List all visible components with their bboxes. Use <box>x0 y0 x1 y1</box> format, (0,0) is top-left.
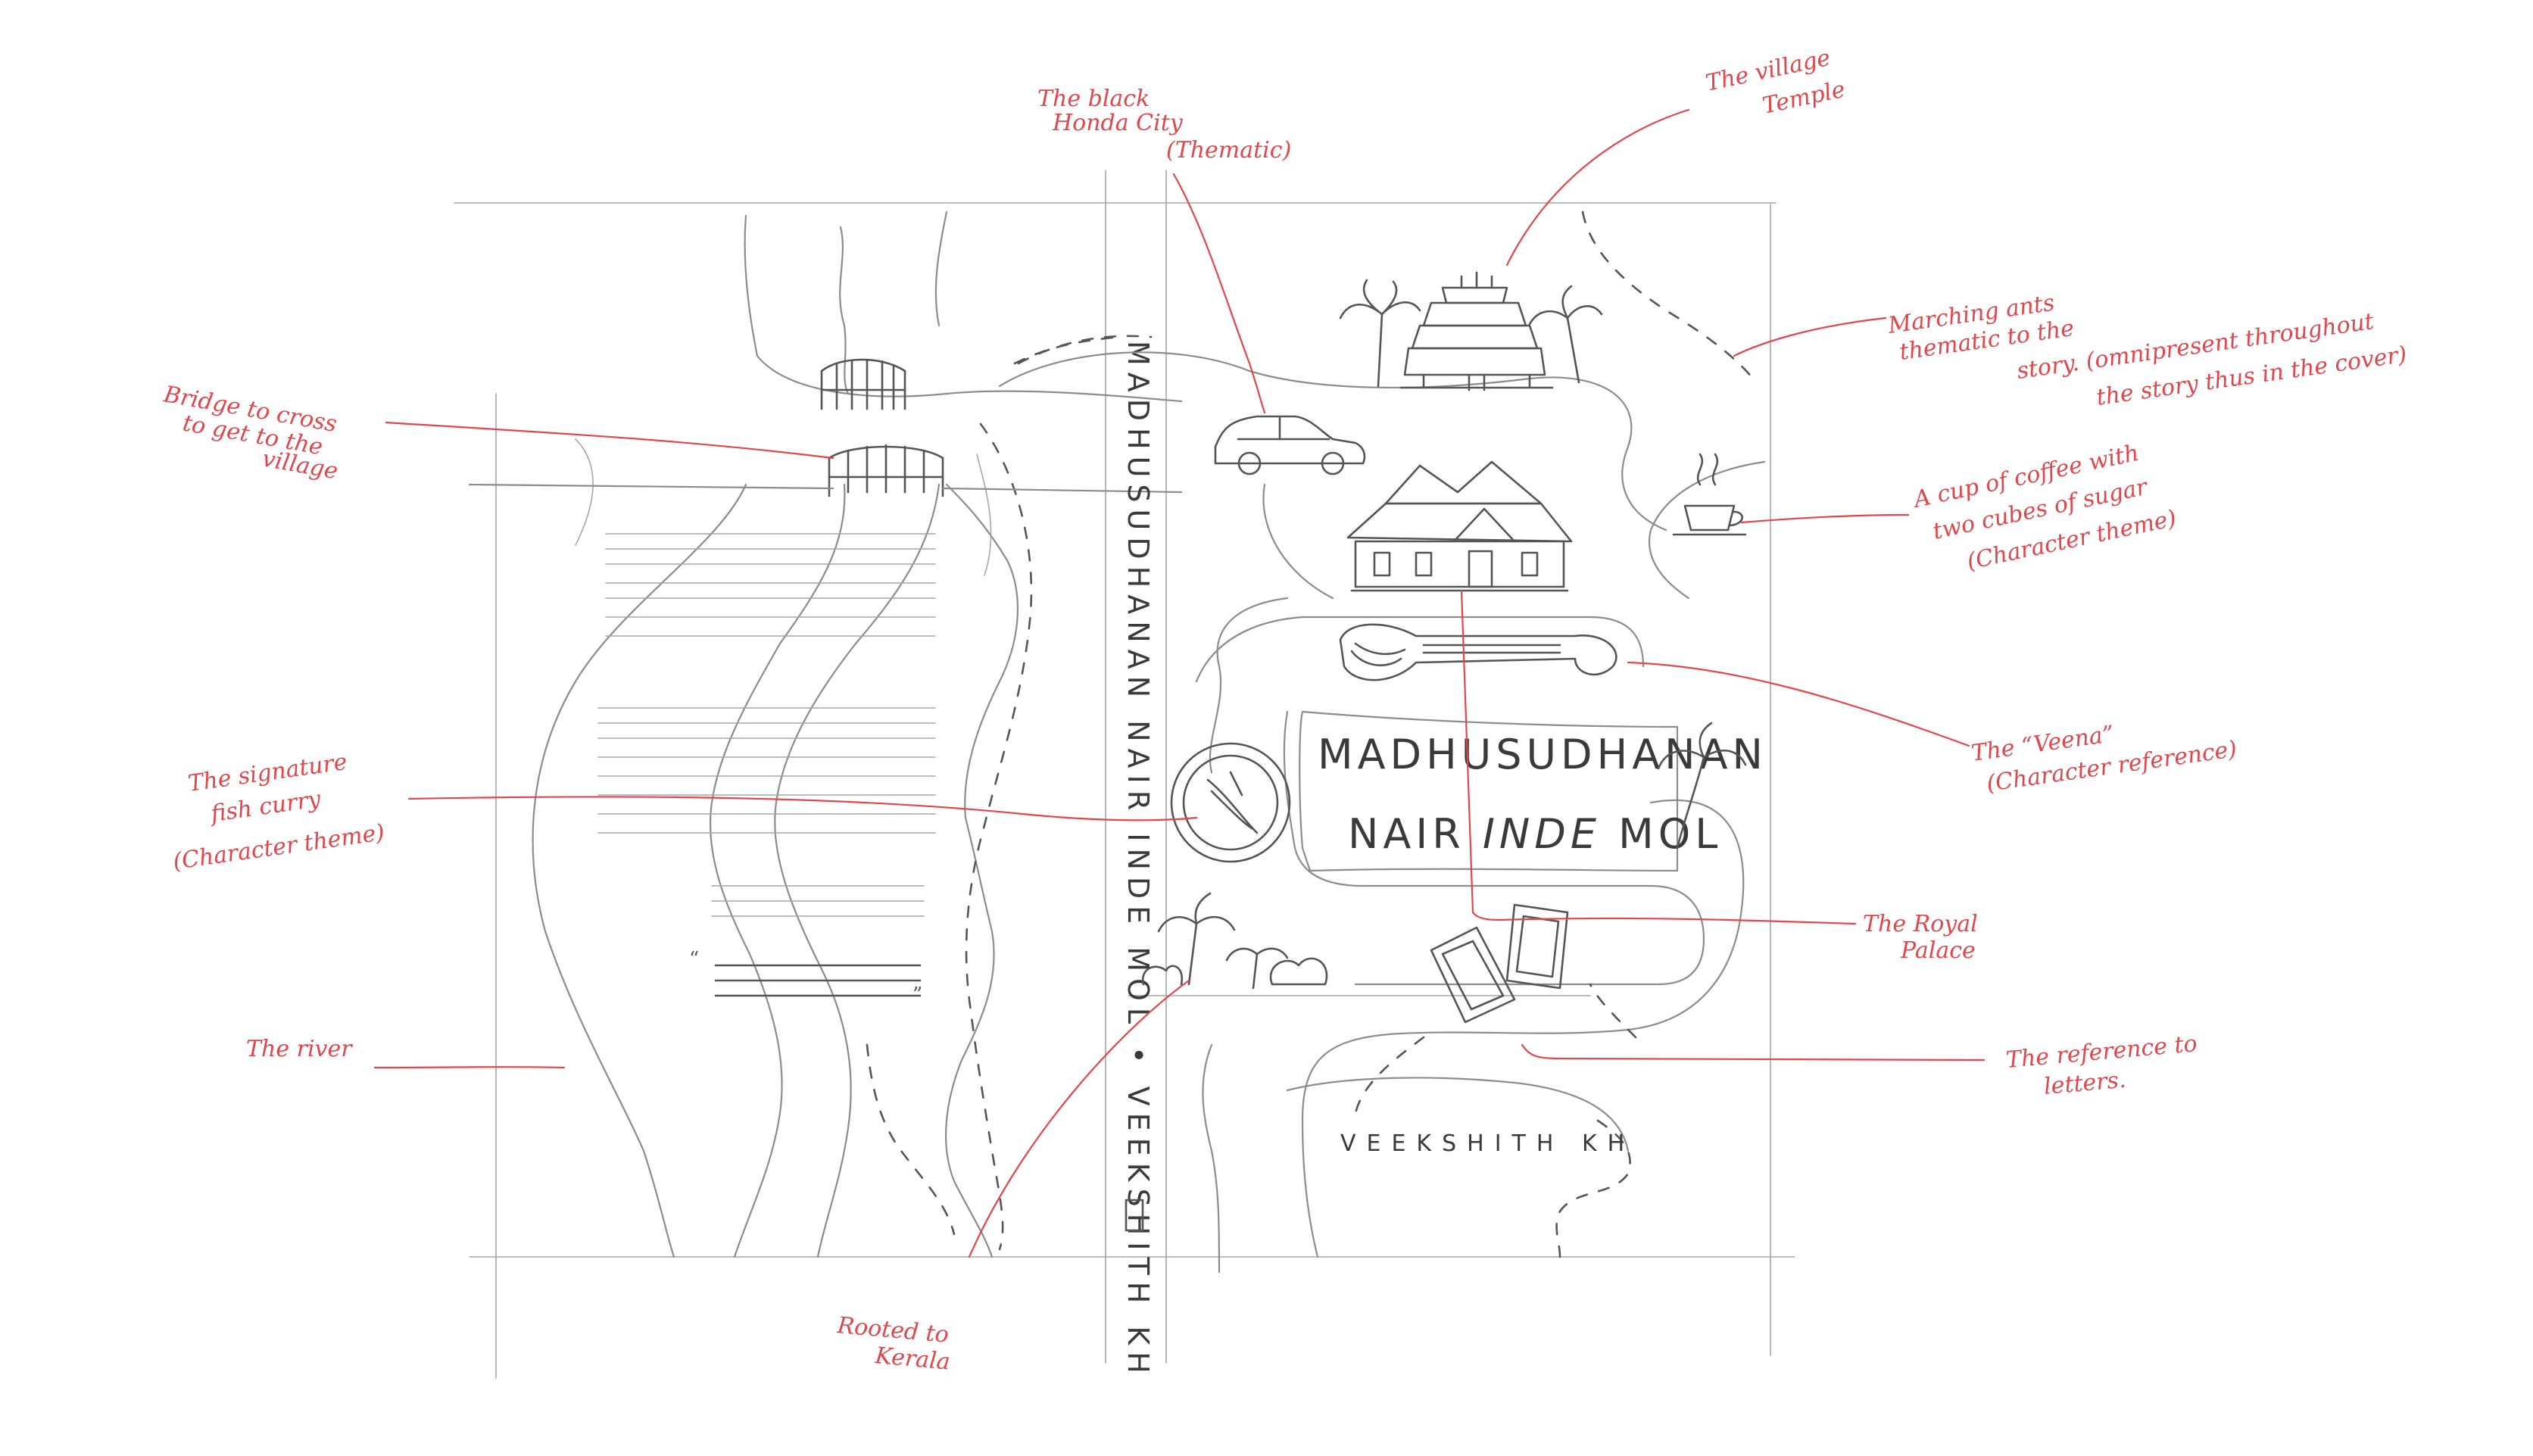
trim-guides <box>454 170 1795 1379</box>
annotation-ants: Marching ants thematic to the story. (om… <box>1886 289 2408 410</box>
marching-ants-back-lower <box>866 1043 956 1236</box>
palace-icon <box>1346 460 1573 592</box>
title-line-2: NAIR INDE MOL <box>1348 810 1722 858</box>
annotation-kerala: Rooted to Kerala <box>835 1312 951 1376</box>
title-line-2-b: INDE <box>1483 810 1601 858</box>
letters-icon <box>1430 903 1569 1024</box>
annotation-kerala-line: Kerala <box>873 1342 951 1376</box>
title-banner <box>1299 710 1679 872</box>
bridge-upper <box>820 358 906 410</box>
palm-tree-right-icon <box>1657 722 1747 850</box>
annotation-palace-line: The Royal <box>1863 911 1978 937</box>
blurb-quote-open: “ <box>689 948 699 971</box>
annotation-bridge-line: village <box>260 445 340 485</box>
blurb-lines <box>597 533 936 997</box>
annotation-fish-line: The signature <box>186 749 348 797</box>
annotation-car-line: (Thematic) <box>1166 137 1291 164</box>
annotation-kerala-line: Rooted to <box>835 1312 950 1348</box>
river <box>532 210 1183 1258</box>
veena-icon <box>1339 623 1617 681</box>
annotation-bridge: Bridge to cross to get to the village <box>161 381 340 485</box>
annotation-temple: The village Temple <box>1703 45 1847 120</box>
annotation-car-line: The black <box>1037 86 1150 112</box>
annotation-fish-line: (Character theme) <box>171 819 386 875</box>
fish-curry-icon <box>1170 742 1291 863</box>
annotation-veena: The “Veena” (Character reference) <box>1970 721 2238 797</box>
marching-ants-front <box>1013 210 1755 1258</box>
car-icon <box>1214 415 1366 475</box>
winding-road <box>998 351 1766 1274</box>
annotation-palace-line: Palace <box>1900 937 1976 964</box>
palm-tree-icon <box>1339 279 1603 388</box>
title-line-2-c: MOL <box>1618 810 1722 858</box>
title-line-2-a: NAIR <box>1348 810 1483 858</box>
coffee-cup-icon <box>1672 453 1747 536</box>
blurb-quote-close: ” <box>912 984 922 1006</box>
kerala-trees-icon <box>1141 892 1328 990</box>
annotation-palace: The Royal Palace <box>1863 911 1978 964</box>
annotation-river-line: The river <box>246 1036 353 1062</box>
author-name: VEEKSHITH KH <box>1340 1130 1635 1157</box>
annotation-letters-line: The reference to <box>2005 1030 2198 1074</box>
annotation-river: The river <box>246 1036 353 1062</box>
title-line-1: MADHUSUDHANAN <box>1318 731 1767 778</box>
annotation-letters-line: letters. <box>2043 1067 2127 1100</box>
annotation-fish: The signature fish curry (Character them… <box>171 749 386 875</box>
marching-ants-back <box>965 335 1153 1251</box>
annotation-car: The black Honda City (Thematic) <box>1037 86 1291 164</box>
spine-text: MADHUSUDHANAN NAIR INDE MOL • VEEKSHITH … <box>1121 341 1155 1380</box>
annotation-coffee: A cup of coffee with two cubes of sugar … <box>1909 440 2179 575</box>
annotation-leaders <box>373 108 1986 1258</box>
annotation-car-line: Honda City <box>1052 110 1184 136</box>
temple-icon <box>1399 271 1554 391</box>
bridge-lower <box>828 444 944 497</box>
bridge-road <box>468 483 1183 494</box>
annotation-letters: The reference to letters. <box>2005 1030 2198 1100</box>
spine-logo <box>1125 1199 1144 1232</box>
